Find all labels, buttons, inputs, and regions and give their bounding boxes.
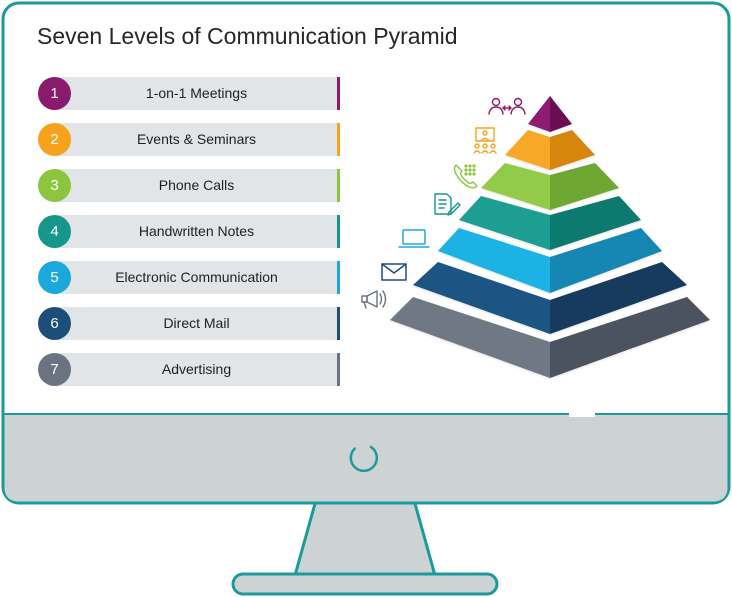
pyramid-tier-5 [438, 228, 662, 293]
level-number-badge: 5 [38, 261, 71, 294]
level-accent [337, 215, 340, 248]
people-exchange-icon [488, 97, 526, 115]
page-title: Seven Levels of Communication Pyramid [37, 23, 458, 49]
level-number-badge: 7 [38, 353, 71, 386]
level-label: Events & Seminars [136, 131, 257, 147]
pyramid-tier-3 [481, 163, 619, 210]
level-accent [337, 169, 340, 202]
level-label: Direct Mail [163, 315, 230, 331]
level-accent [337, 77, 340, 110]
laptop-icon [398, 229, 430, 248]
level-bar [56, 123, 337, 156]
monitor-stand-base [231, 572, 499, 596]
level-row-2: 2 Events & Seminars [38, 123, 340, 156]
monitor-chin [4, 414, 728, 502]
level-row-4: 4 Handwritten Notes [38, 215, 340, 248]
document-pen-icon [434, 193, 461, 216]
level-number-badge: 1 [38, 77, 71, 110]
level-label: Electronic Communication [115, 269, 278, 285]
level-row-1: 1 1-on-1 Meetings [38, 77, 340, 110]
level-bar [56, 169, 337, 202]
level-accent [337, 307, 340, 340]
chin-notch [569, 411, 595, 417]
pyramid-tier-7 [390, 297, 710, 378]
presentation-audience-icon [473, 127, 497, 154]
level-bar [56, 307, 337, 340]
level-number-badge: 4 [38, 215, 71, 248]
level-bar [56, 261, 337, 294]
megaphone-icon [361, 290, 387, 309]
level-row-5: 5 Electronic Communication [38, 261, 340, 294]
level-number-badge: 2 [38, 123, 71, 156]
pyramid-tier-6 [413, 262, 687, 334]
phone-keypad-icon [453, 164, 478, 189]
level-row-6: 6 Direct Mail [38, 307, 340, 340]
level-accent [337, 353, 340, 386]
pyramid-tier-2 [505, 130, 595, 170]
level-bar [56, 353, 337, 386]
level-bar [56, 77, 337, 110]
level-accent [337, 123, 340, 156]
level-row-7: 7 Advertising [38, 353, 340, 386]
envelope-icon [381, 263, 407, 281]
level-number-badge: 3 [38, 169, 71, 202]
level-label: Handwritten Notes [138, 223, 255, 239]
power-icon [349, 445, 379, 473]
level-number-badge: 6 [38, 307, 71, 340]
level-label: Advertising [161, 361, 232, 377]
level-accent [337, 261, 340, 294]
level-row-3: 3 Phone Calls [38, 169, 340, 202]
pyramid-tier-4 [459, 196, 641, 250]
level-bar [56, 215, 337, 248]
level-label: 1-on-1 Meetings [145, 85, 248, 101]
level-label: Phone Calls [158, 177, 235, 193]
pyramid-tier-1 [528, 96, 572, 132]
